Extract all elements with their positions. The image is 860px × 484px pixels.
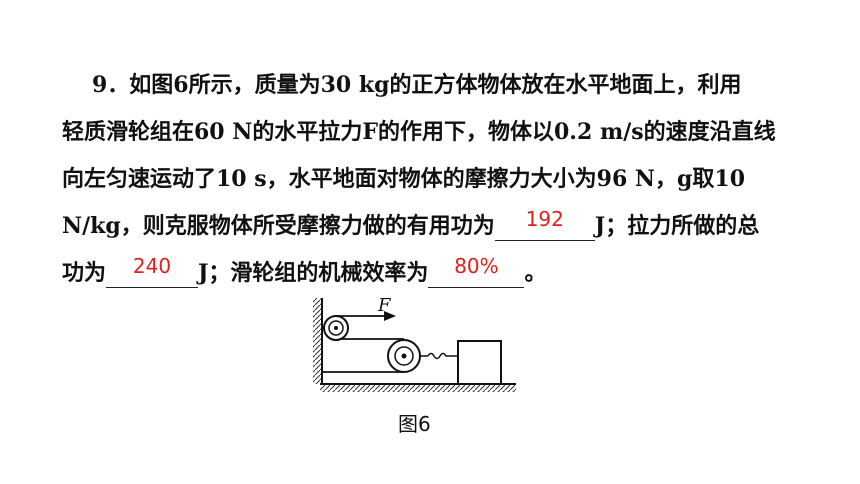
total-work-answer: 240 <box>132 254 172 278</box>
force-label: F <box>377 295 392 316</box>
figure-caption: 图6 <box>398 412 431 436</box>
question-line-1: 9．如图6所示，质量为30 kg的正方体物体放在水平地面上，利用 <box>92 72 742 98</box>
line-5-text-b: J；滑轮组的机械效率为 <box>198 260 429 286</box>
cube-block <box>457 340 502 385</box>
line-4-text-b: J；拉力所做的总 <box>594 213 760 239</box>
useful-work-blank[interactable]: 192 <box>494 207 595 241</box>
movable-pulley <box>387 339 421 373</box>
useful-work-answer: 192 <box>525 207 564 231</box>
hook <box>420 352 458 360</box>
line-4-text-a: N/kg，则克服物体所受摩擦力做的有用功为 <box>62 213 495 239</box>
efficiency-answer: 80% <box>454 254 499 278</box>
efficiency-blank[interactable]: 80% <box>428 254 525 288</box>
rope <box>322 315 404 373</box>
question-line-5: 功为 240 J；滑轮组的机械效率为 80% 。 <box>62 254 547 288</box>
fixed-pulley <box>323 315 349 341</box>
wall <box>313 298 323 384</box>
ground <box>320 383 516 392</box>
question-line-2: 轻质滑轮组在60 N的水平拉力F的作用下，物体以0.2 m/s的速度沿直线 <box>62 119 776 145</box>
force-arrow <box>368 311 396 321</box>
question-line-3: 向左匀速运动了10 s，水平地面对物体的摩擦力大小为96 N，g取10 <box>62 166 746 192</box>
question-line-4: N/kg，则克服物体所受摩擦力做的有用功为 192 J；拉力所做的总 <box>62 207 760 241</box>
line-5-text-a: 功为 <box>62 260 107 286</box>
total-work-blank[interactable]: 240 <box>106 254 199 288</box>
line-5-text-c: 。 <box>524 260 547 286</box>
